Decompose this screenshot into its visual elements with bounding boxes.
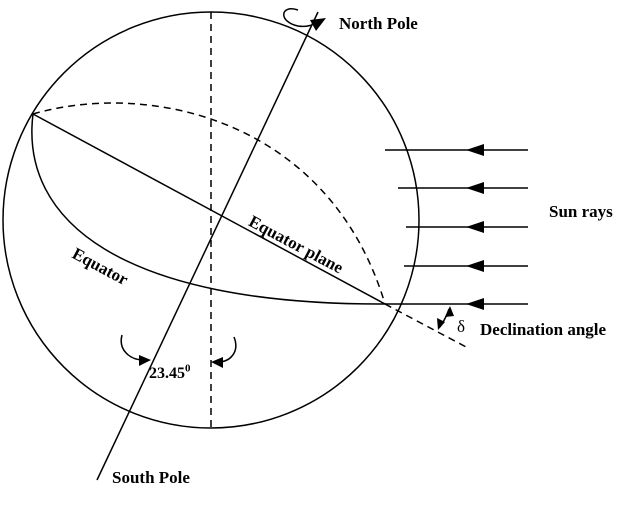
sun-ray-arrowhead — [466, 221, 484, 233]
sun-rays-group — [385, 144, 528, 310]
declination-delta-symbol: δ — [457, 317, 466, 336]
equator-back-arc — [32, 102, 386, 305]
equator-front-arc — [31, 113, 386, 305]
sun-ray-arrowhead — [466, 260, 484, 272]
tilt-angle-arrowhead-left — [139, 355, 151, 366]
sun-ray-arrowhead — [466, 182, 484, 194]
tilt-angle-arrowhead-right — [211, 357, 223, 368]
equator-plane-line — [32, 113, 386, 305]
sun-rays-label: Sun rays — [549, 202, 613, 221]
south-pole-label: South Pole — [112, 468, 190, 487]
declination-arrowhead-down — [437, 318, 445, 330]
north-pole-label: North Pole — [339, 14, 418, 33]
declination-angle-label: Declination angle — [480, 320, 607, 339]
sun-ray-arrowhead — [466, 298, 484, 310]
rotation-arrow — [283, 8, 313, 28]
polar-axis — [96, 11, 319, 481]
degree-superscript: 0 — [185, 362, 191, 375]
equator-plane-extension — [384, 303, 469, 349]
tilt-angle-value: 23.45 — [149, 365, 185, 382]
sun-ray-arrowhead — [466, 144, 484, 156]
tilt-angle-label: 23.450 — [149, 362, 191, 382]
rotation-arrowhead — [310, 18, 326, 31]
declination-arrowhead-up — [445, 306, 454, 317]
